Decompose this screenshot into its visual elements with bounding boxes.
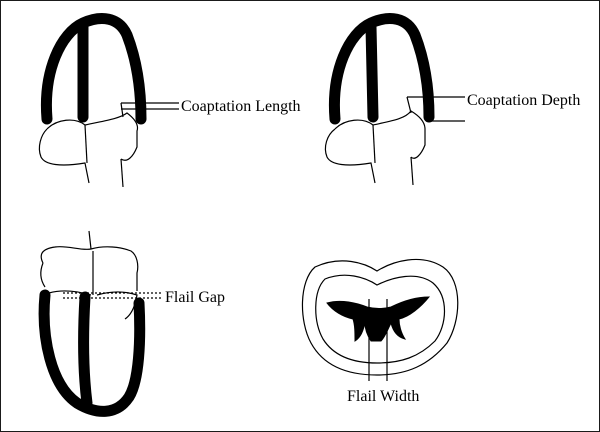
- septal-leaflet: [365, 21, 379, 123]
- posterior-wall: [40, 13, 147, 125]
- annulus-outer: [301, 258, 459, 376]
- flail-leaflet: [78, 291, 93, 409]
- label-flail-width: Flail Width: [347, 388, 419, 405]
- panel-flail-gap: [38, 230, 163, 417]
- leaflet-closure: [326, 296, 431, 342]
- posterior-wall: [328, 13, 435, 125]
- panel-flail-width: [301, 258, 459, 376]
- panel-coaptation-length: [38, 13, 179, 188]
- label-coaptation-depth: Coaptation Depth: [467, 92, 580, 109]
- posterior-wall: [38, 289, 146, 417]
- annulus-inner: [315, 274, 445, 364]
- label-flail-gap: Flail Gap: [165, 289, 225, 306]
- label-coaptation-length: Coaptation Length: [181, 98, 301, 115]
- panel-coaptation-depth: [324, 13, 465, 186]
- flail-width-markers: [368, 299, 388, 381]
